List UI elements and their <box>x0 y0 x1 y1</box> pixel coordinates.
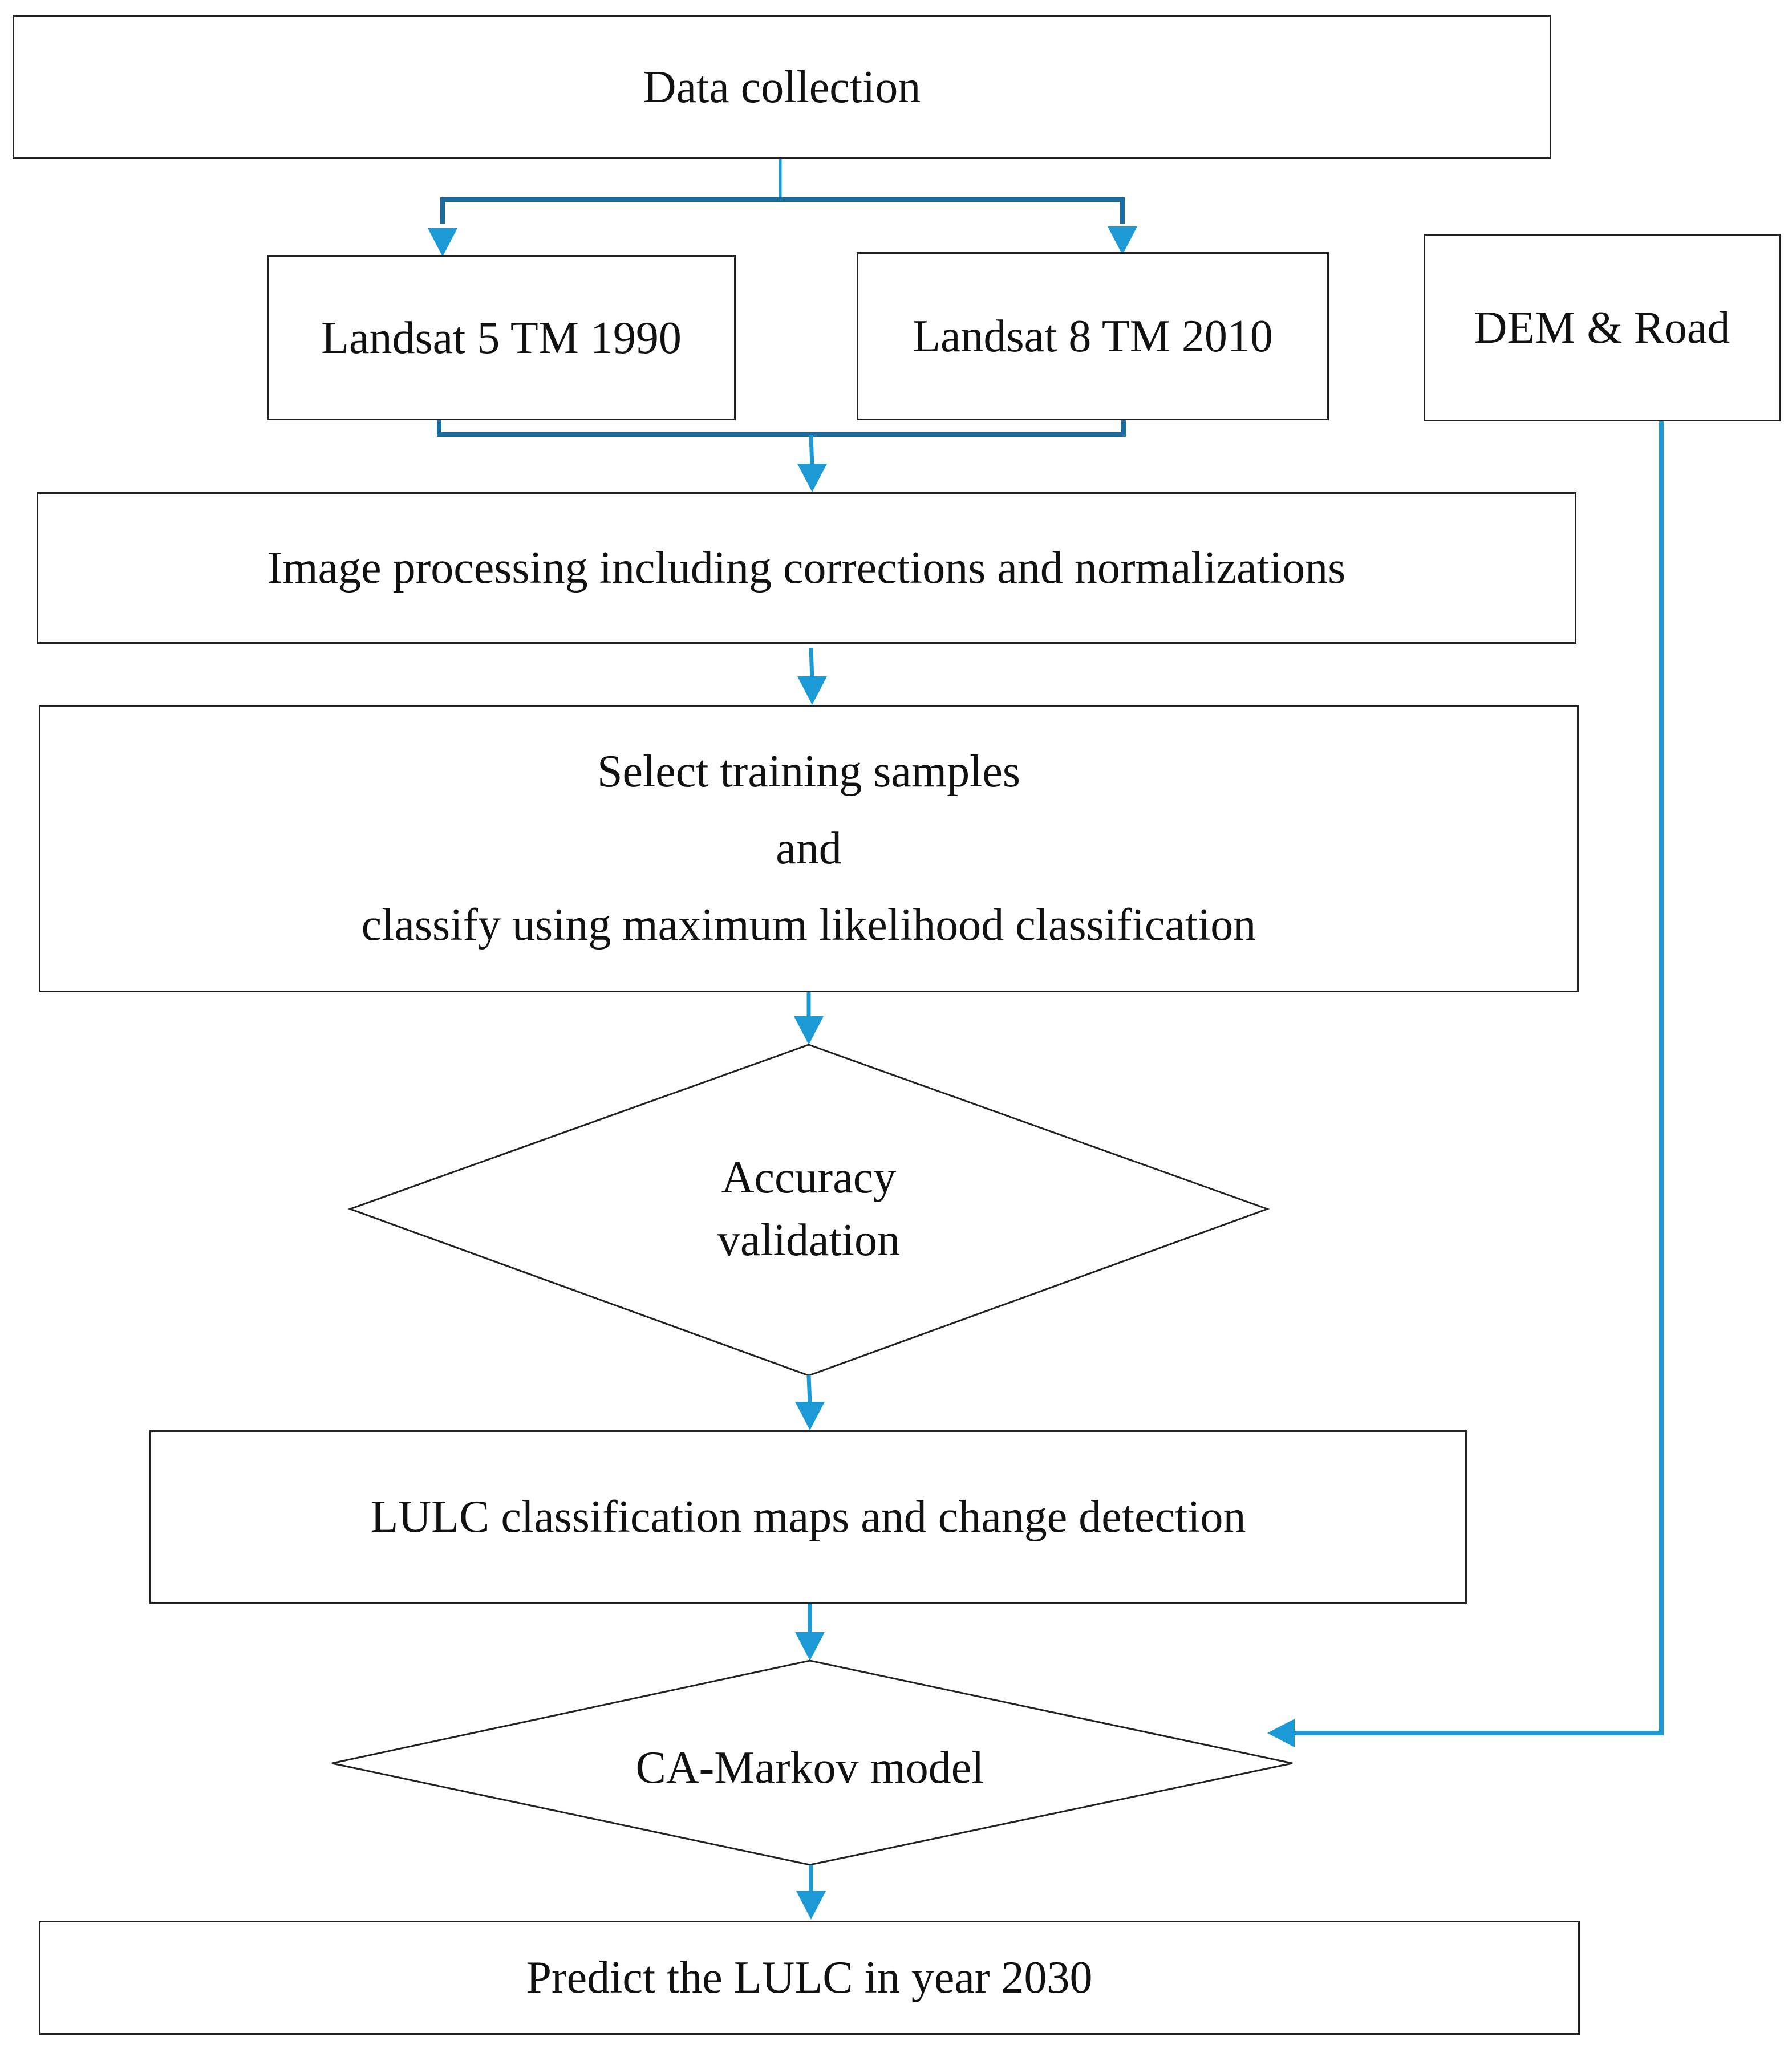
training-line-3: classify using maximum likelihood classi… <box>361 900 1256 951</box>
lulc-maps-label: LULC classification maps and change dete… <box>370 1492 1246 1542</box>
connector-accuracy-lulc <box>806 1375 812 1405</box>
merge-stem <box>809 434 814 468</box>
arrow-to-predict <box>796 1891 826 1920</box>
data-collection-box: Data collection <box>13 15 1551 159</box>
predict-box: Predict the LULC in year 2030 <box>39 1921 1580 2035</box>
arrow-to-ca-markov <box>795 1632 825 1661</box>
accuracy-line-2: validation <box>717 1215 900 1265</box>
split-bracket <box>440 197 1125 224</box>
arrow-to-landsat-2010 <box>1108 226 1137 255</box>
lulc-maps-box: LULC classification maps and change dete… <box>149 1430 1467 1604</box>
dem-road-label: DEM & Road <box>1474 302 1730 353</box>
dem-connector <box>1295 421 1664 1735</box>
training-line-2: and <box>776 823 842 874</box>
arrow-to-training <box>797 676 827 705</box>
dem-road-box: DEM & Road <box>1424 234 1781 421</box>
merge-bracket <box>437 420 1126 437</box>
landsat-1990-label: Landsat 5 TM 1990 <box>321 313 682 363</box>
training-line-1: Select training samples <box>597 746 1021 797</box>
connector-processing-training <box>809 647 814 680</box>
arrow-to-image-processing <box>797 464 827 492</box>
arrow-to-lulc-maps <box>795 1402 825 1430</box>
landsat-2010-label: Landsat 8 TM 2010 <box>913 311 1273 362</box>
training-box: Select training samples and classify usi… <box>39 705 1579 992</box>
landsat-2010-box: Landsat 8 TM 2010 <box>857 252 1329 420</box>
predict-label: Predict the LULC in year 2030 <box>526 1953 1093 2003</box>
ca-markov-text: CA-Markov model <box>635 1742 984 1793</box>
accuracy-line-1: Accuracy <box>721 1152 897 1203</box>
ca-markov-label: CA-Markov model <box>525 1734 1095 1802</box>
data-collection-label: Data collection <box>643 62 921 112</box>
image-processing-label: Image processing including corrections a… <box>267 543 1346 593</box>
arrow-to-landsat-1990 <box>428 228 457 257</box>
landsat-1990-box: Landsat 5 TM 1990 <box>267 255 736 420</box>
image-processing-box: Image processing including corrections a… <box>37 492 1576 644</box>
accuracy-label: Accuracy validation <box>609 1135 1008 1283</box>
arrow-to-accuracy <box>794 1016 824 1045</box>
arrow-dem-to-ca-markov <box>1267 1719 1295 1747</box>
